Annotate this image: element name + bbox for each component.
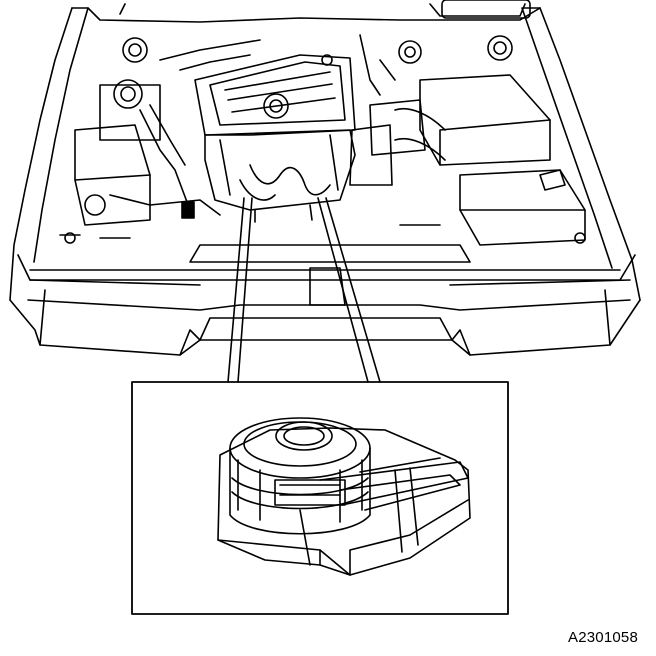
detail-frame [131,381,509,615]
front-bumper [9,299,641,356]
radiator-support [17,254,636,281]
hood-opening-outline [9,7,73,301]
intake-manifold [204,129,356,211]
isolator-center-hole [275,421,333,451]
hood-latch-housing [441,0,531,19]
magnifier-line-left-inner [237,197,253,383]
mount-bracket-base [217,427,471,576]
intake-duct [369,99,426,156]
detail-magnifier [131,197,509,615]
air-filter-box [419,74,551,166]
top-cowl [87,7,541,23]
engine-mount-detail [217,417,471,576]
figure-reference-code: A2301058 [567,629,638,646]
hood-edge-right [521,7,613,269]
engine-bay-illustration [9,0,641,356]
hood-edge-left [33,7,89,263]
coolant-reservoir-cap [113,79,143,109]
hood-opening-outline-right [539,7,641,301]
mount-arm [319,461,469,506]
oil-filler-cap [263,93,289,119]
reservoir-cap-right [487,35,513,61]
magnifier-line-right-inner [325,197,381,383]
magnifier-line-right [317,197,369,383]
brake-fluid-reservoir-cap [398,40,422,64]
magnifier-line-left [227,197,245,383]
fuse-box [459,169,586,246]
reservoir-cap-left [122,37,148,63]
